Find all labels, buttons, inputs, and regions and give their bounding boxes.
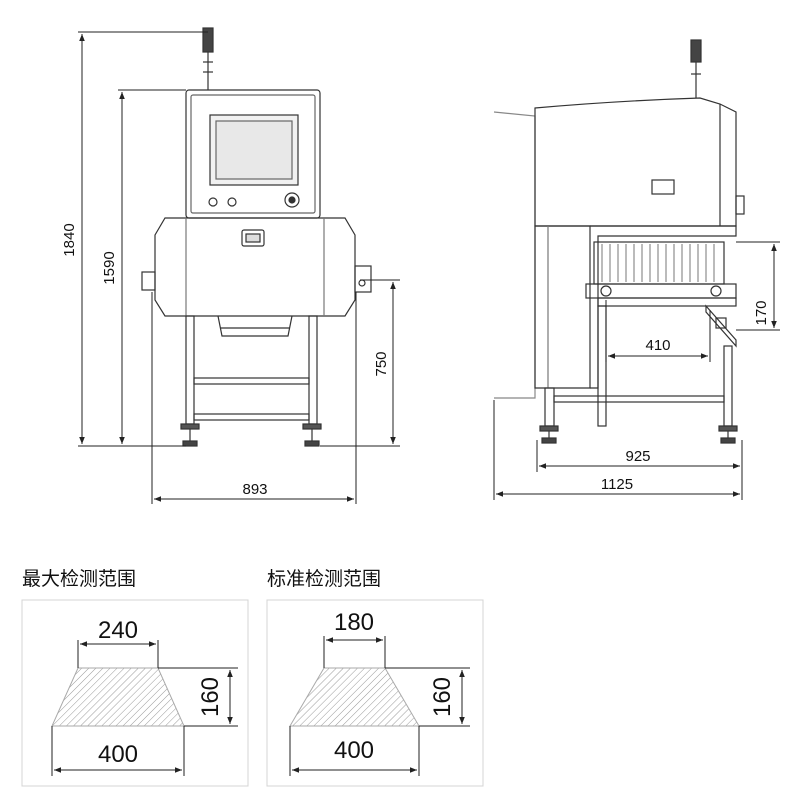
max-range-height: 160 bbox=[197, 677, 224, 717]
max-range-title: 最大检测范围 bbox=[22, 568, 136, 590]
dim-base-length: 925 bbox=[625, 448, 650, 465]
emergency-stop-icon bbox=[284, 192, 300, 208]
std-range-top-width: 180 bbox=[334, 609, 374, 636]
side-housing bbox=[534, 97, 737, 227]
dim-total-length: 1125 bbox=[601, 476, 633, 493]
leg-right bbox=[723, 345, 733, 427]
dim-width: 893 bbox=[242, 481, 267, 498]
detection-tunnel bbox=[593, 241, 725, 285]
leg-left bbox=[185, 315, 195, 425]
std-range-bottom-width: 400 bbox=[334, 737, 374, 764]
dim-total-height: 1840 bbox=[61, 223, 78, 256]
side-dimensions bbox=[493, 241, 780, 500]
signal-tower-icon bbox=[202, 27, 214, 90]
signal-tower-icon bbox=[690, 39, 702, 98]
max-range-top-width: 240 bbox=[98, 617, 138, 644]
dim-tunnel-height: 170 bbox=[753, 300, 770, 325]
dim-body-height: 1590 bbox=[101, 251, 118, 284]
max-range-bottom-width: 400 bbox=[98, 741, 138, 768]
front-view bbox=[141, 27, 372, 447]
max-range-diagram bbox=[51, 640, 238, 776]
std-range-title: 标准检测范围 bbox=[267, 568, 381, 590]
indicator-light bbox=[241, 229, 265, 247]
button-icon bbox=[208, 197, 218, 207]
leg-left bbox=[544, 387, 555, 427]
std-range-height: 160 bbox=[429, 677, 456, 717]
side-view bbox=[493, 39, 745, 444]
leg-right bbox=[308, 315, 318, 425]
front-dimensions bbox=[78, 31, 400, 504]
button-icon bbox=[227, 197, 237, 207]
dim-conveyor-height: 750 bbox=[373, 351, 390, 376]
dim-tunnel-width: 410 bbox=[645, 337, 670, 354]
std-range-diagram bbox=[289, 636, 470, 776]
main-body bbox=[154, 217, 356, 317]
